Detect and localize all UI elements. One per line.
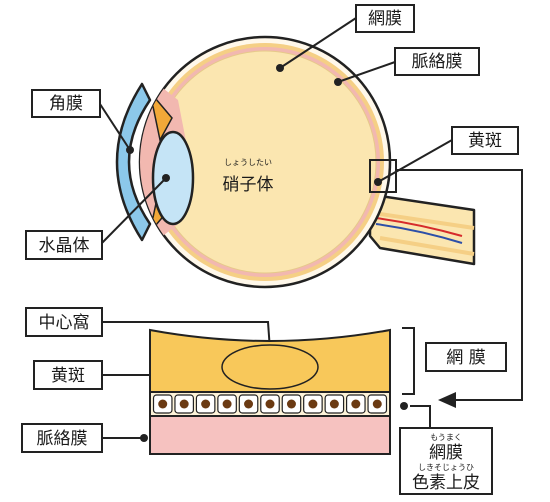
cornea-dot — [126, 146, 134, 154]
svg-text:網膜: 網膜 — [368, 9, 402, 29]
vein-line — [375, 223, 463, 244]
rpe-nucleus — [201, 399, 211, 409]
cornea — [115, 82, 152, 242]
label-fovea: 中心窩 — [25, 307, 103, 337]
svg-text:色素上皮: 色素上皮 — [412, 473, 480, 493]
optic-nerve — [368, 194, 476, 266]
choroid-detail-dot — [140, 434, 148, 442]
choroid-dot — [334, 78, 342, 86]
vitreous-label: 硝子体 — [223, 175, 274, 195]
rpe-nucleus — [329, 399, 339, 409]
rpe-nucleus — [158, 399, 168, 409]
macula-dot — [374, 178, 382, 186]
rpe-nucleus — [372, 399, 382, 409]
lens-dot — [162, 174, 170, 182]
svg-text:脈絡膜: 脈絡膜 — [412, 52, 463, 72]
label-lens: 水晶体 — [25, 230, 103, 260]
svg-text:黄斑: 黄斑 — [468, 131, 502, 151]
label-retina-detail: 網 膜 — [425, 342, 507, 372]
eyeball — [115, 35, 476, 289]
leader-lines — [99, 17, 523, 439]
svg-text:水晶体: 水晶体 — [39, 236, 90, 256]
artery-line — [375, 217, 463, 237]
label-macula: 黄斑 — [451, 126, 519, 155]
detail-macula-ellipse — [221, 344, 319, 390]
label-cornea: 角膜 — [31, 89, 101, 118]
rpe-nucleus — [286, 399, 296, 409]
svg-text:しきそじょうひ: しきそじょうひ — [418, 463, 474, 472]
rpe-nucleus — [222, 399, 232, 409]
vitreous-ruby: しょうしたい — [224, 158, 272, 167]
rpe-nucleus — [351, 399, 361, 409]
rpe-nucleus — [308, 399, 318, 409]
svg-text:もうまく: もうまく — [430, 433, 462, 442]
lens — [151, 130, 195, 226]
svg-text:黄斑: 黄斑 — [51, 366, 85, 386]
rpe-cells — [152, 394, 388, 414]
pointer-arrow — [438, 392, 456, 408]
label-choroid: 脈絡膜 — [394, 47, 480, 76]
detail-choroid-layer — [149, 415, 391, 455]
svg-text:中心窩: 中心窩 — [39, 313, 90, 333]
rpe-nucleus — [265, 399, 275, 409]
label-macula-detail: 黄斑 — [33, 360, 103, 390]
label-choroid-detail: 脈絡膜 — [21, 423, 103, 453]
detail-retina-layer — [149, 328, 391, 393]
macula-cross-section — [149, 328, 391, 455]
rpe-dot — [400, 402, 408, 410]
retina-dot — [276, 64, 284, 72]
label-rpe: もうまく 網膜 しきそじょうひ 色素上皮 — [399, 427, 493, 495]
svg-text:脈絡膜: 脈絡膜 — [37, 429, 88, 449]
rpe-nucleus — [179, 399, 189, 409]
macula-marker — [369, 159, 397, 193]
rpe-nucleus — [244, 399, 254, 409]
svg-text:網膜: 網膜 — [429, 443, 463, 463]
svg-text:網 膜: 網 膜 — [446, 348, 485, 368]
svg-text:角膜: 角膜 — [49, 94, 83, 114]
label-retina: 網膜 — [355, 4, 415, 33]
